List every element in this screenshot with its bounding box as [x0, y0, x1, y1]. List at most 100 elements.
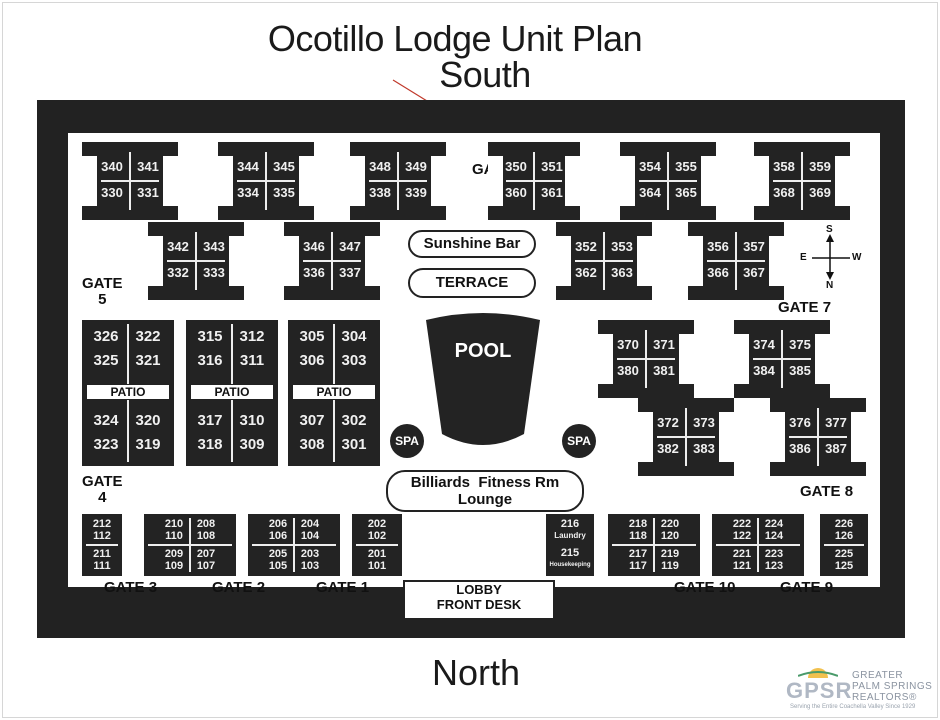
patio-label: PATIO — [190, 384, 274, 400]
unit-number: 110 — [165, 530, 183, 542]
gate-7-label: GATE 7 — [778, 299, 832, 316]
unit-number: 117 — [629, 560, 647, 572]
unit-number: 325 — [93, 352, 119, 369]
unit-number: 338 — [369, 185, 391, 200]
unit-number: 387 — [825, 441, 847, 456]
unit-number: 347 — [339, 239, 361, 254]
compass-rose: S E W N — [800, 224, 861, 291]
unit-number: 218 — [628, 518, 648, 530]
unit-number: 326 — [93, 328, 119, 345]
laundry-text: 215 — [560, 547, 580, 559]
unit-number: 302 — [341, 412, 367, 429]
unit-number: 106 — [268, 530, 288, 542]
fitness-label: Fitness Rm — [478, 474, 560, 491]
unit-number: 381 — [653, 363, 675, 378]
unit-number: 318 — [197, 436, 223, 453]
unit-number: 351 — [541, 159, 563, 174]
south-label: South — [439, 54, 531, 95]
unit-number: 306 — [299, 352, 325, 369]
unit-number: 209 — [164, 548, 184, 560]
pool-shape — [426, 313, 540, 445]
unit-number: 126 — [834, 530, 854, 542]
unit-number: 222 — [732, 518, 752, 530]
unit-number: 104 — [300, 530, 320, 542]
terrace: TERRACE — [408, 268, 536, 298]
unit-number: 220 — [660, 518, 680, 530]
unit-number: 346 — [303, 239, 325, 254]
unit-number: 368 — [773, 185, 795, 200]
unit-number: 108 — [196, 530, 216, 542]
billiards-fitness-lounge: Billiards Fitness Rm Lounge — [386, 470, 584, 512]
unit-number: 219 — [660, 548, 680, 560]
unit-number: 205 — [268, 548, 288, 560]
compass-e: E — [800, 252, 807, 263]
unit-number: 322 — [135, 328, 161, 345]
north-label: North — [432, 652, 521, 693]
unit-number: 118 — [629, 530, 647, 542]
gate-1-label: GATE 1 — [316, 579, 370, 596]
laundry-text: Laundry — [554, 531, 586, 540]
billiards-label: Billiards — [410, 474, 470, 491]
compass-s: S — [826, 224, 833, 235]
unit-number: 303 — [341, 352, 367, 369]
unit-number: 308 — [299, 436, 325, 453]
unit-number: 341 — [137, 159, 159, 174]
pool-label: POOL — [454, 340, 512, 362]
unit-number: 316 — [197, 352, 223, 369]
unit-number: 105 — [268, 560, 288, 572]
unit-number: 204 — [300, 518, 320, 530]
unit-number: 331 — [137, 185, 159, 200]
unit-number: 320 — [135, 412, 161, 429]
unit-number: 369 — [809, 185, 831, 200]
unit-number: 203 — [300, 548, 320, 560]
unit-number: 212 — [92, 518, 112, 530]
unit-number: 109 — [164, 560, 184, 572]
unit-number: 319 — [135, 436, 161, 453]
unit-number: 309 — [239, 436, 265, 453]
compass-w: W — [852, 252, 862, 263]
unit-number: 124 — [764, 530, 784, 542]
unit-number: 210 — [164, 518, 184, 530]
unit-number: 371 — [653, 337, 675, 352]
patio-label: PATIO — [86, 384, 170, 400]
unit-number: 366 — [707, 265, 729, 280]
unit-number: 376 — [789, 415, 811, 430]
unit-number: 337 — [339, 265, 361, 280]
unit-number: 217 — [628, 548, 648, 560]
unit-number: 344 — [237, 159, 259, 174]
spa-east: SPA — [562, 424, 596, 458]
unit-number: 350 — [505, 159, 527, 174]
unit-number: 348 — [369, 159, 391, 174]
unit-number: 385 — [789, 363, 811, 378]
unit-number: 312 — [239, 328, 265, 345]
unit-number: 120 — [660, 530, 680, 542]
unit-number: 224 — [764, 518, 784, 530]
logo-tagline: Serving the Entire Coachella Valley Sinc… — [790, 704, 916, 710]
gate-9-label: GATE 9 — [780, 579, 834, 596]
unit-number: 383 — [693, 441, 715, 456]
unit-number: 334 — [237, 185, 259, 200]
unit-number: 207 — [196, 548, 216, 560]
unit-number: 310 — [239, 412, 265, 429]
unit-number: 103 — [300, 560, 320, 572]
gate-2-label: GATE 2 — [212, 579, 266, 596]
unit-number: 226 — [834, 518, 854, 530]
compass-n: N — [826, 280, 834, 291]
unit-number: 373 — [693, 415, 715, 430]
unit-number: 356 — [707, 239, 729, 254]
